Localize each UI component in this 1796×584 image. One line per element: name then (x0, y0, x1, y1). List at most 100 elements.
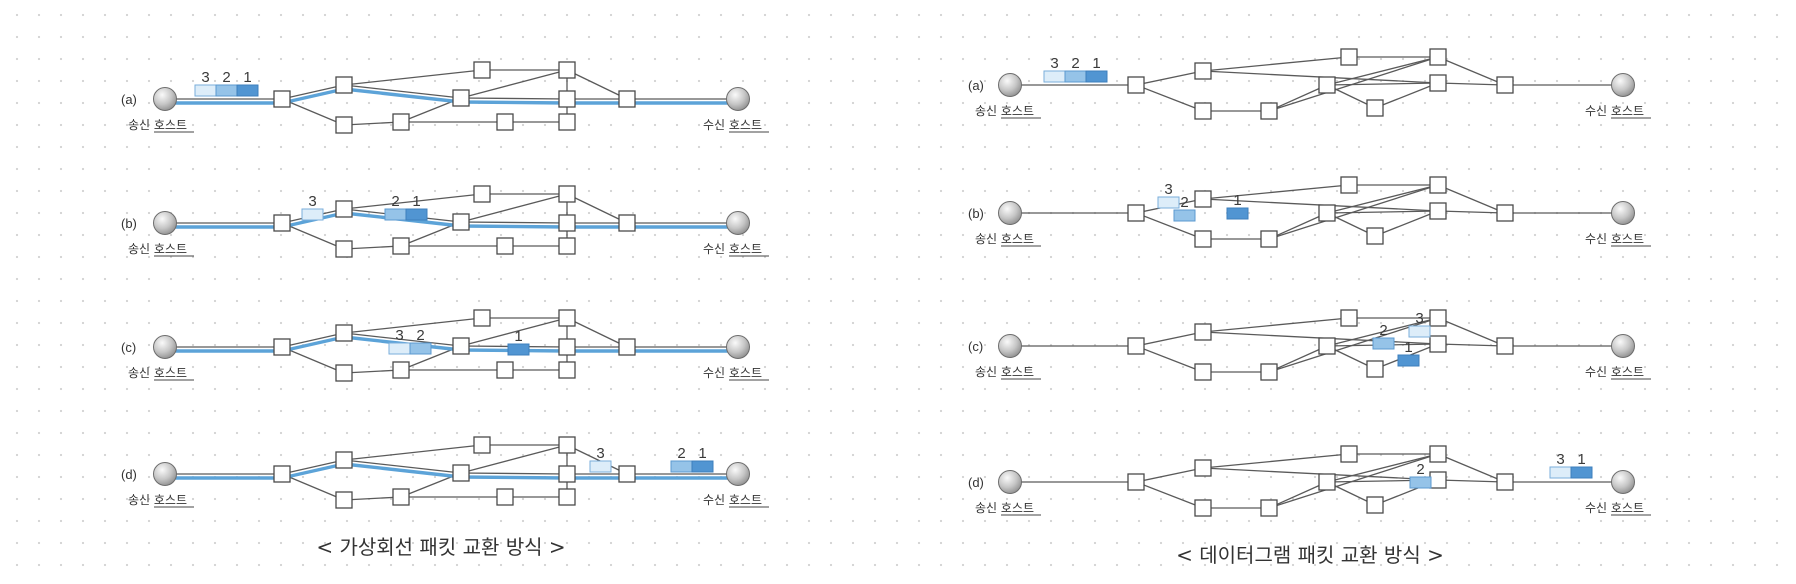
packet-2 (384, 208, 407, 221)
link-line (1437, 210, 1506, 214)
router-node (335, 451, 353, 469)
packet-1 (1085, 70, 1108, 83)
router-node (1194, 62, 1212, 80)
router-node (335, 200, 353, 218)
receiver-host-label: 수신 호스트 (1585, 365, 1644, 379)
router-node (496, 361, 514, 379)
router-node (1194, 102, 1212, 120)
router-node (335, 116, 353, 134)
link-line (281, 98, 345, 126)
router-node (1194, 499, 1212, 517)
router-node (558, 90, 576, 108)
row-label: (a) (968, 78, 984, 93)
router-node (452, 464, 470, 482)
router-node (1429, 335, 1447, 353)
router-node (558, 185, 576, 203)
row-label: (a) (121, 92, 137, 107)
packet-3 (1043, 70, 1066, 83)
link-line (343, 459, 462, 474)
host-icon (153, 211, 177, 235)
packet-number-label: 1 (243, 69, 251, 86)
sender-host-label: 송신 호스트 (128, 366, 187, 380)
router-node (1496, 76, 1514, 94)
router-node (452, 337, 470, 355)
packet-number-label: 3 (1164, 181, 1172, 198)
router-node (335, 324, 353, 342)
row-label: (c) (121, 340, 136, 355)
router-node (335, 364, 353, 382)
router-node (1318, 76, 1336, 94)
link-line (1374, 82, 1439, 109)
packet-2 (215, 84, 238, 97)
link-line (1135, 481, 1204, 509)
link-line (1202, 56, 1350, 72)
receiver-host-label: 수신 호스트 (703, 366, 762, 380)
packet-number-label: 1 (1404, 339, 1412, 356)
router-node (1429, 74, 1447, 92)
link-line (566, 69, 628, 100)
link-line (566, 193, 628, 224)
link-line (1326, 317, 1439, 347)
link-line (1268, 481, 1328, 509)
router-node (1429, 176, 1447, 194)
link-line (566, 317, 628, 348)
router-node (1194, 230, 1212, 248)
link-line (281, 473, 345, 501)
packet-number-label: 2 (391, 193, 399, 210)
packet-number-label: 1 (698, 445, 706, 462)
link-line (281, 84, 345, 100)
packet-number-label: 3 (1050, 55, 1058, 72)
link-line (1202, 453, 1350, 469)
router-node (1340, 309, 1358, 327)
router-node (1366, 99, 1384, 117)
host-icon (726, 335, 750, 359)
router-node (558, 113, 576, 131)
packet-1 (236, 84, 259, 97)
router-node (392, 237, 410, 255)
host-icon (998, 201, 1022, 225)
link-line (1326, 56, 1439, 86)
host-icon (153, 462, 177, 486)
packet-2 (1064, 70, 1087, 83)
router-node (618, 214, 636, 232)
caption-datagram: < 데이터그램 패킷 교환 방식 > (1176, 543, 1444, 567)
host-icon (726, 211, 750, 235)
host-icon (998, 470, 1022, 494)
row-label: (b) (968, 206, 984, 221)
caption-virtual-circuit: < 가상회선 패킷 교환 방식 > (316, 535, 565, 559)
link-line (281, 332, 345, 348)
router-node (392, 361, 410, 379)
router-node (1429, 471, 1447, 489)
packet-number-label: 3 (308, 193, 316, 210)
link-line (566, 444, 628, 475)
packet-1 (405, 208, 428, 221)
link-line (1437, 453, 1506, 483)
router-node (558, 61, 576, 79)
router-node (335, 240, 353, 258)
router-node (1127, 204, 1145, 222)
link-line (460, 221, 568, 224)
link-line (1135, 345, 1204, 373)
host-icon (1611, 470, 1635, 494)
router-node (558, 237, 576, 255)
packet-3 (1549, 466, 1572, 479)
row-label: (d) (968, 475, 984, 490)
router-node (1366, 227, 1384, 245)
link-line (1135, 84, 1204, 112)
link-line (343, 84, 462, 99)
packet-3 (194, 84, 217, 97)
packet-2 (1409, 476, 1432, 489)
router-node (1194, 190, 1212, 208)
packet-number-label: 2 (416, 327, 424, 344)
router-node (558, 488, 576, 506)
packet-3 (388, 342, 411, 355)
router-node (273, 338, 291, 356)
router-node (558, 214, 576, 232)
host-icon (998, 73, 1022, 97)
link-line (1437, 184, 1506, 214)
router-node (1496, 337, 1514, 355)
router-node (558, 361, 576, 379)
router-node (618, 338, 636, 356)
router-node (558, 338, 576, 356)
sender-host-label: 송신 호스트 (128, 493, 187, 507)
